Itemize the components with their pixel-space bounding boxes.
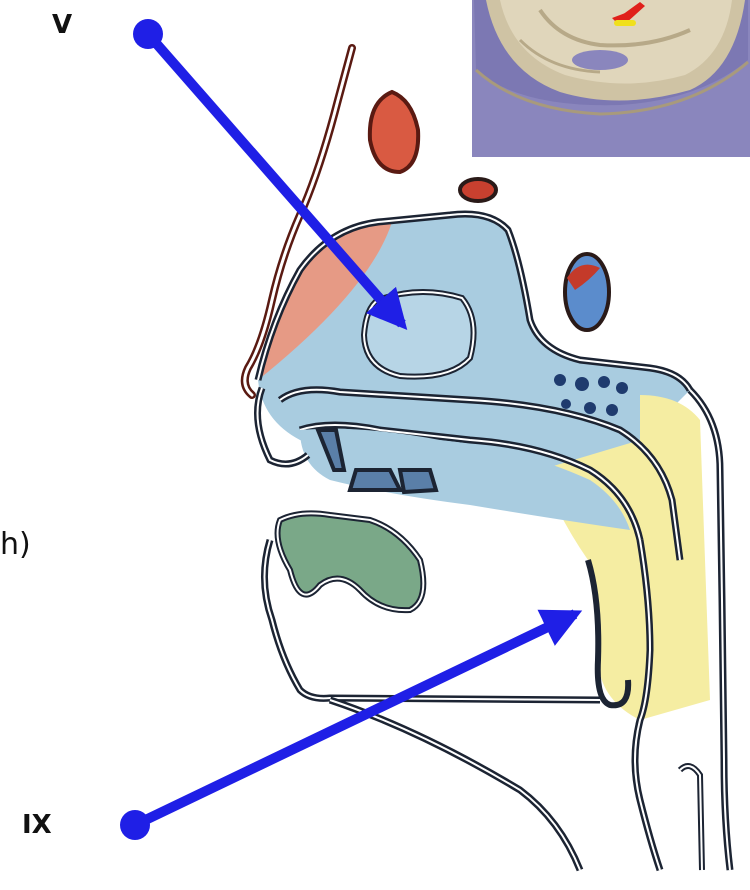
frontal-sinus: [370, 92, 418, 172]
partial-text-edge: h): [0, 530, 31, 560]
arrow-ix: [120, 614, 575, 840]
skull-thumbnail: [472, 0, 750, 157]
label-ix: IX: [22, 812, 52, 838]
sphenoid-sinus: [460, 179, 496, 201]
pituitary-region: [565, 254, 609, 330]
label-v: V: [52, 12, 72, 38]
arrow-v: [133, 19, 402, 324]
lower-jaw: [264, 513, 600, 870]
